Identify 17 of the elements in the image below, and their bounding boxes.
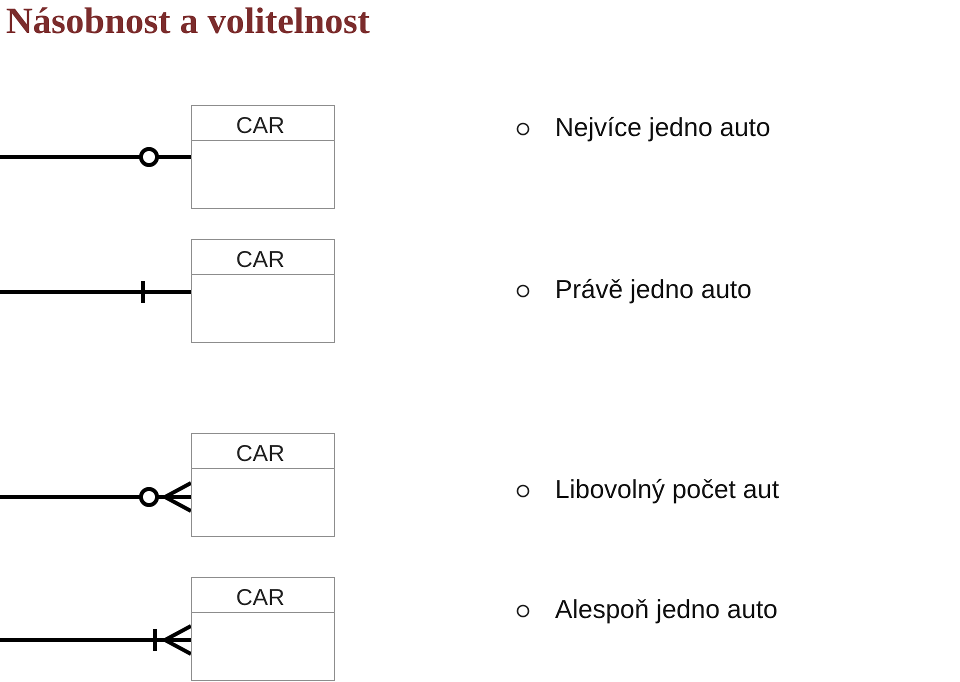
- bullet-text: Libovolný počet aut: [555, 474, 780, 504]
- relationship-line: [0, 481, 193, 513]
- relationship-line: [0, 147, 191, 167]
- entity-box: [191, 433, 335, 537]
- entity-name: CAR: [236, 113, 285, 137]
- relationship-line: [0, 279, 191, 305]
- entity-name: CAR: [236, 441, 285, 465]
- slide-title: Násobnost a volitelnost: [6, 0, 370, 43]
- bullet-text: Nejvíce jedno auto: [555, 112, 770, 142]
- relationship-line: [0, 624, 193, 656]
- entity-box: [191, 105, 335, 209]
- entity-name: CAR: [236, 585, 285, 609]
- entity-box: [191, 577, 335, 681]
- entity-name: CAR: [236, 247, 285, 271]
- bullet-text: Alespoň jedno auto: [555, 594, 778, 624]
- entity-box: [191, 239, 335, 343]
- bullet-text: Právě jedno auto: [555, 274, 752, 304]
